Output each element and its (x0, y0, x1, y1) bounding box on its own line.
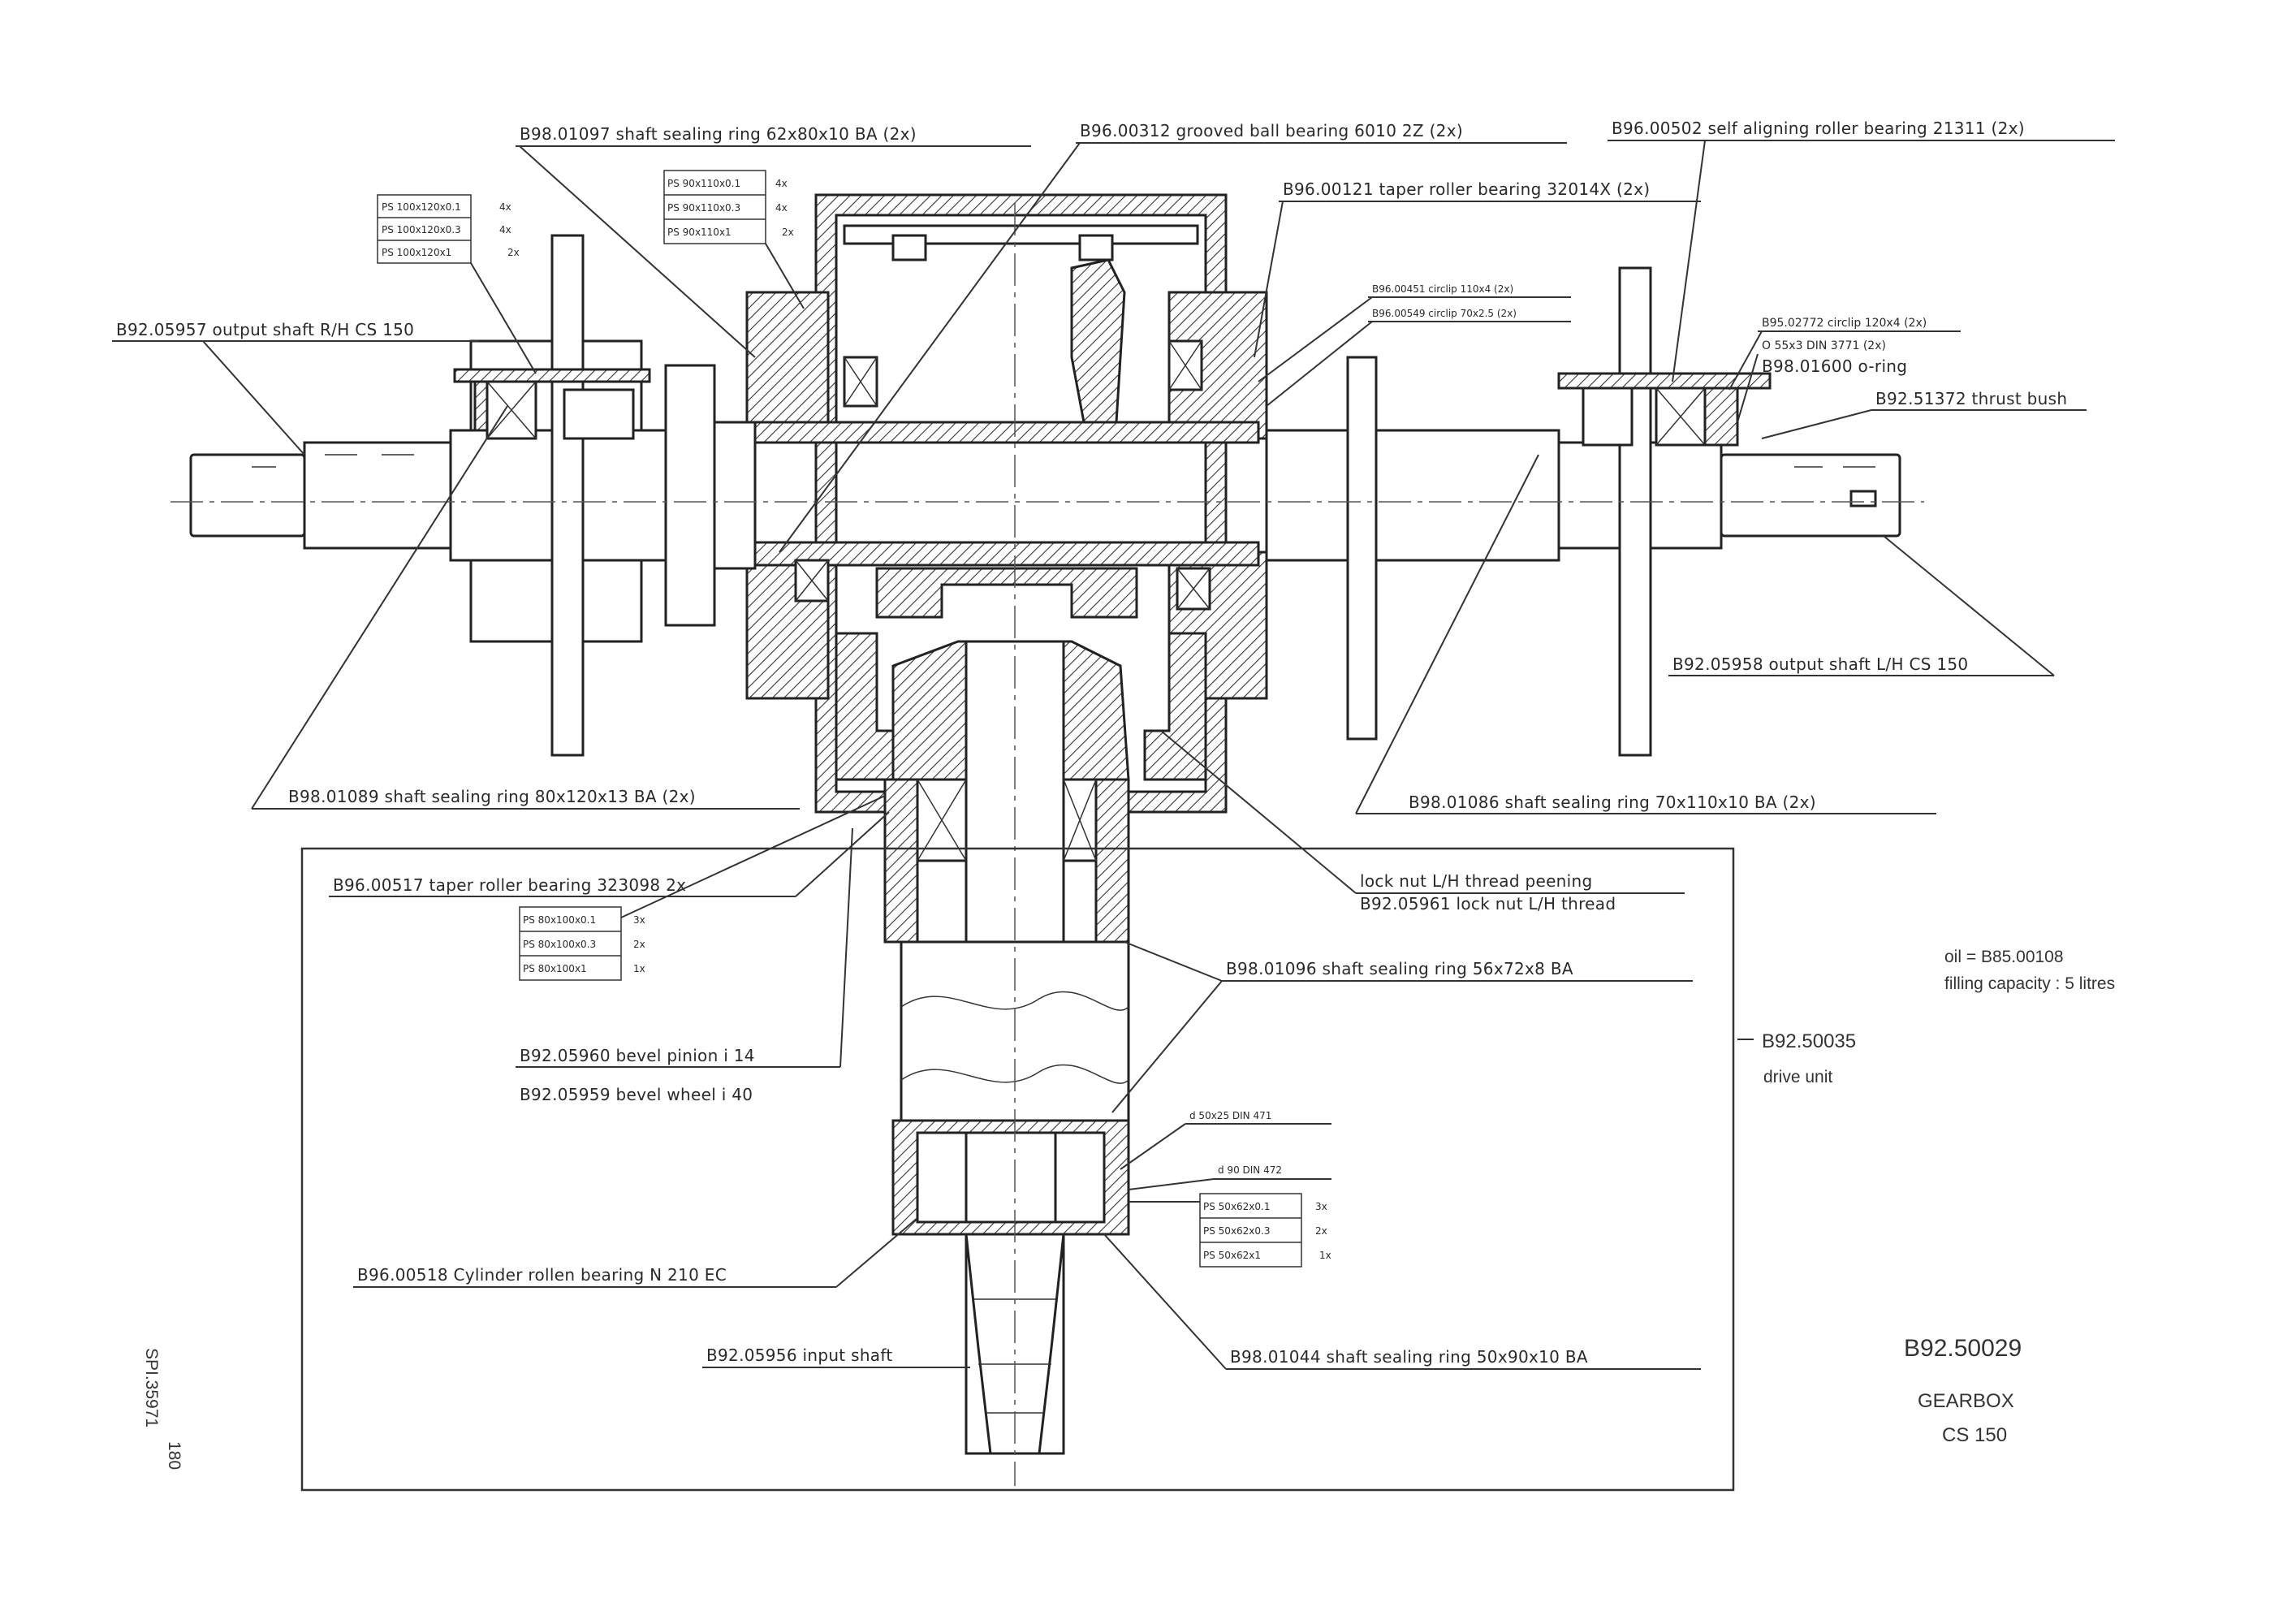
callout-din3771: O 55x3 DIN 3771 (2x) (1762, 339, 1886, 352)
shim-spec: PS 100x120x0.1 (382, 201, 461, 213)
shim-spec: PS 100x120x0.3 (382, 224, 461, 235)
callout-seal-80: B98.01089 shaft sealing ring 80x120x13 B… (288, 787, 696, 806)
drive-unit-text: drive unit (1763, 1068, 1832, 1086)
shim-table-upper-mid: PS 90x110x0.1 4x PS 90x110x0.3 4x PS 90x… (663, 170, 805, 309)
shim-spec: PS 80x100x0.3 (523, 939, 596, 950)
shim-qty: 4x (775, 202, 788, 214)
shim-qty: 2x (1315, 1225, 1327, 1237)
callout-thrust-bush: B92.51372 thrust bush (1875, 389, 2067, 408)
margin-page-number: 180 (165, 1441, 183, 1470)
callout-wheel: B92.05959 bevel wheel i 40 (520, 1085, 753, 1104)
callout-circlip-small-2: B96.00549 circlip 70x2.5 (2x) (1372, 308, 1517, 319)
drawing-name: GEARBOX (1918, 1390, 2014, 1412)
shim-spec: PS 90x110x0.3 (667, 202, 740, 214)
drawing-code: B92.50029 (1904, 1335, 2022, 1362)
shim-qty: 4x (499, 201, 511, 213)
shim-spec: PS 80x100x1 (523, 963, 587, 974)
margin-ref-number: SPI.35971 (142, 1348, 161, 1427)
callout-oring: B98.01600 o-ring (1762, 356, 1907, 376)
callout-seal-50: B98.01044 shaft sealing ring 50x90x10 BA (1230, 1347, 1588, 1367)
callout-seal-70: B98.01086 shaft sealing ring 70x110x10 B… (1409, 793, 1816, 812)
shim-qty: 3x (1315, 1201, 1327, 1212)
callout-pinion: B92.05960 bevel pinion i 14 (520, 1046, 755, 1065)
shim-spec: PS 80x100x0.1 (523, 914, 596, 926)
shim-spec: PS 100x120x1 (382, 247, 451, 258)
shim-table-lower-right: PS 50x62x0.1 3x PS 50x62x0.3 2x PS 50x62… (1129, 1193, 1331, 1268)
callout-circlip-120: B95.02772 circlip 120x4 (2x) (1762, 317, 1927, 330)
callout-output-rh: B92.05957 output shaft R/H CS 150 (116, 320, 414, 339)
shim-qty: 3x (633, 914, 645, 926)
callout-roller-21311: B96.00502 self aligning roller bearing 2… (1612, 119, 2025, 138)
right-output-shaft (1265, 266, 1901, 757)
title-block: B92.50029 GEARBOX CS 150 (1904, 1335, 2022, 1446)
drive-unit-label: B92.50035 drive unit (1737, 1030, 1856, 1086)
callout-din471: d 50x25 DIN 471 (1189, 1110, 1271, 1121)
callout-circlip-small-1: B96.00451 circlip 110x4 (2x) (1372, 283, 1513, 295)
callout-cyl-roller: B96.00518 Cylinder rollen bearing N 210 … (357, 1265, 727, 1285)
drawing-model: CS 150 (1942, 1424, 2007, 1446)
callout-taper-32309: B96.00517 taper roller bearing 323098 2x (333, 875, 686, 895)
shim-table-lower-left: PS 80x100x0.1 3x PS 80x100x0.3 2x PS 80x… (519, 795, 886, 981)
callout-output-lh: B92.05958 output shaft L/H CS 150 (1672, 654, 1968, 674)
gearbox-housing (745, 193, 1268, 814)
callout-seal-62: B98.01097 shaft sealing ring 62x80x10 BA… (520, 124, 917, 144)
left-output-shaft (189, 234, 757, 757)
callout-seal-56: B98.01096 shaft sealing ring 56x72x8 BA (1226, 959, 1573, 978)
callout-input-shaft: B92.05956 input shaft (706, 1345, 893, 1365)
callout-locknut-2: B92.05961 lock nut L/H thread (1360, 894, 1616, 914)
shim-qty: 4x (499, 224, 511, 235)
callout-taper-32014: B96.00121 taper roller bearing 32014X (2… (1283, 179, 1650, 199)
filling-note: filling capacity : 5 litres (1944, 974, 2115, 993)
callout-ball-6010: B96.00312 grooved ball bearing 6010 2Z (… (1080, 121, 1463, 140)
shim-spec: PS 50x62x1 (1203, 1250, 1261, 1261)
oil-notes: oil = B85.00108 filling capacity : 5 lit… (1944, 948, 2115, 993)
shim-qty: 4x (775, 178, 788, 189)
drive-unit-code: B92.50035 (1762, 1030, 1856, 1052)
callouts: B98.01097 shaft sealing ring 62x80x10 BA… (112, 119, 2115, 1370)
drive-unit-assembly (883, 640, 1130, 1455)
shim-spec: PS 50x62x0.3 (1203, 1225, 1271, 1237)
drive-unit-frame (300, 847, 1735, 1492)
shim-qty: 2x (633, 939, 645, 950)
shim-qty: 1x (633, 963, 645, 974)
callout-locknut-1: lock nut L/H thread peening (1360, 871, 1592, 891)
shim-qty: 2x (782, 227, 794, 238)
shim-qty: 2x (507, 247, 520, 258)
callout-din472: d 90 DIN 472 (1218, 1164, 1282, 1176)
shim-qty: 1x (1319, 1250, 1331, 1261)
shim-table-upper-left: PS 100x120x0.1 4x PS 100x120x0.3 4x PS 1… (377, 194, 537, 374)
shim-spec: PS 50x62x0.1 (1203, 1201, 1271, 1212)
margin-reference: 180 SPI.35971 (142, 1348, 183, 1470)
shim-spec: PS 90x110x0.1 (667, 178, 740, 189)
shim-spec: PS 90x110x1 (667, 227, 732, 238)
oil-note: oil = B85.00108 (1944, 948, 2064, 966)
